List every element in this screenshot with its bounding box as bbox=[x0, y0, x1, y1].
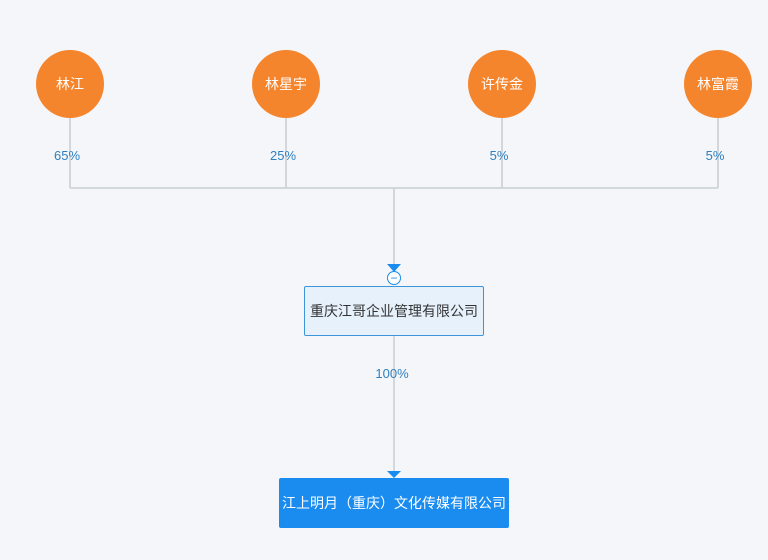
shareholder-node-3[interactable]: 许传金 bbox=[468, 50, 536, 118]
shareholder-name-2: 林星宇 bbox=[265, 76, 307, 92]
holding-company-node[interactable]: 重庆江哥企业管理有限公司 bbox=[304, 286, 484, 336]
shareholder-node-1[interactable]: 林江 bbox=[36, 50, 104, 118]
target-company-name: 江上明月（重庆）文化传媒有限公司 bbox=[282, 495, 506, 511]
shareholder-name-3: 许传金 bbox=[481, 76, 523, 92]
holding-share-label: 100% bbox=[375, 366, 409, 381]
holding-company-name: 重庆江哥企业管理有限公司 bbox=[310, 303, 478, 319]
share-label-4: 5% bbox=[705, 148, 725, 163]
share-label-2: 25% bbox=[269, 148, 297, 163]
share-label-1: 65% bbox=[53, 148, 81, 163]
collapse-toggle-icon[interactable]: − bbox=[387, 271, 401, 285]
arrow-head-1 bbox=[387, 264, 401, 272]
share-label-3: 5% bbox=[489, 148, 509, 163]
shareholder-node-4[interactable]: 林富霞 bbox=[684, 50, 752, 118]
target-company-node[interactable]: 江上明月（重庆）文化传媒有限公司 bbox=[279, 478, 509, 528]
shareholder-name-4: 林富霞 bbox=[697, 76, 739, 92]
shareholder-name-1: 林江 bbox=[56, 76, 84, 92]
arrow-head-2 bbox=[387, 471, 401, 478]
shareholder-node-2[interactable]: 林星宇 bbox=[252, 50, 320, 118]
